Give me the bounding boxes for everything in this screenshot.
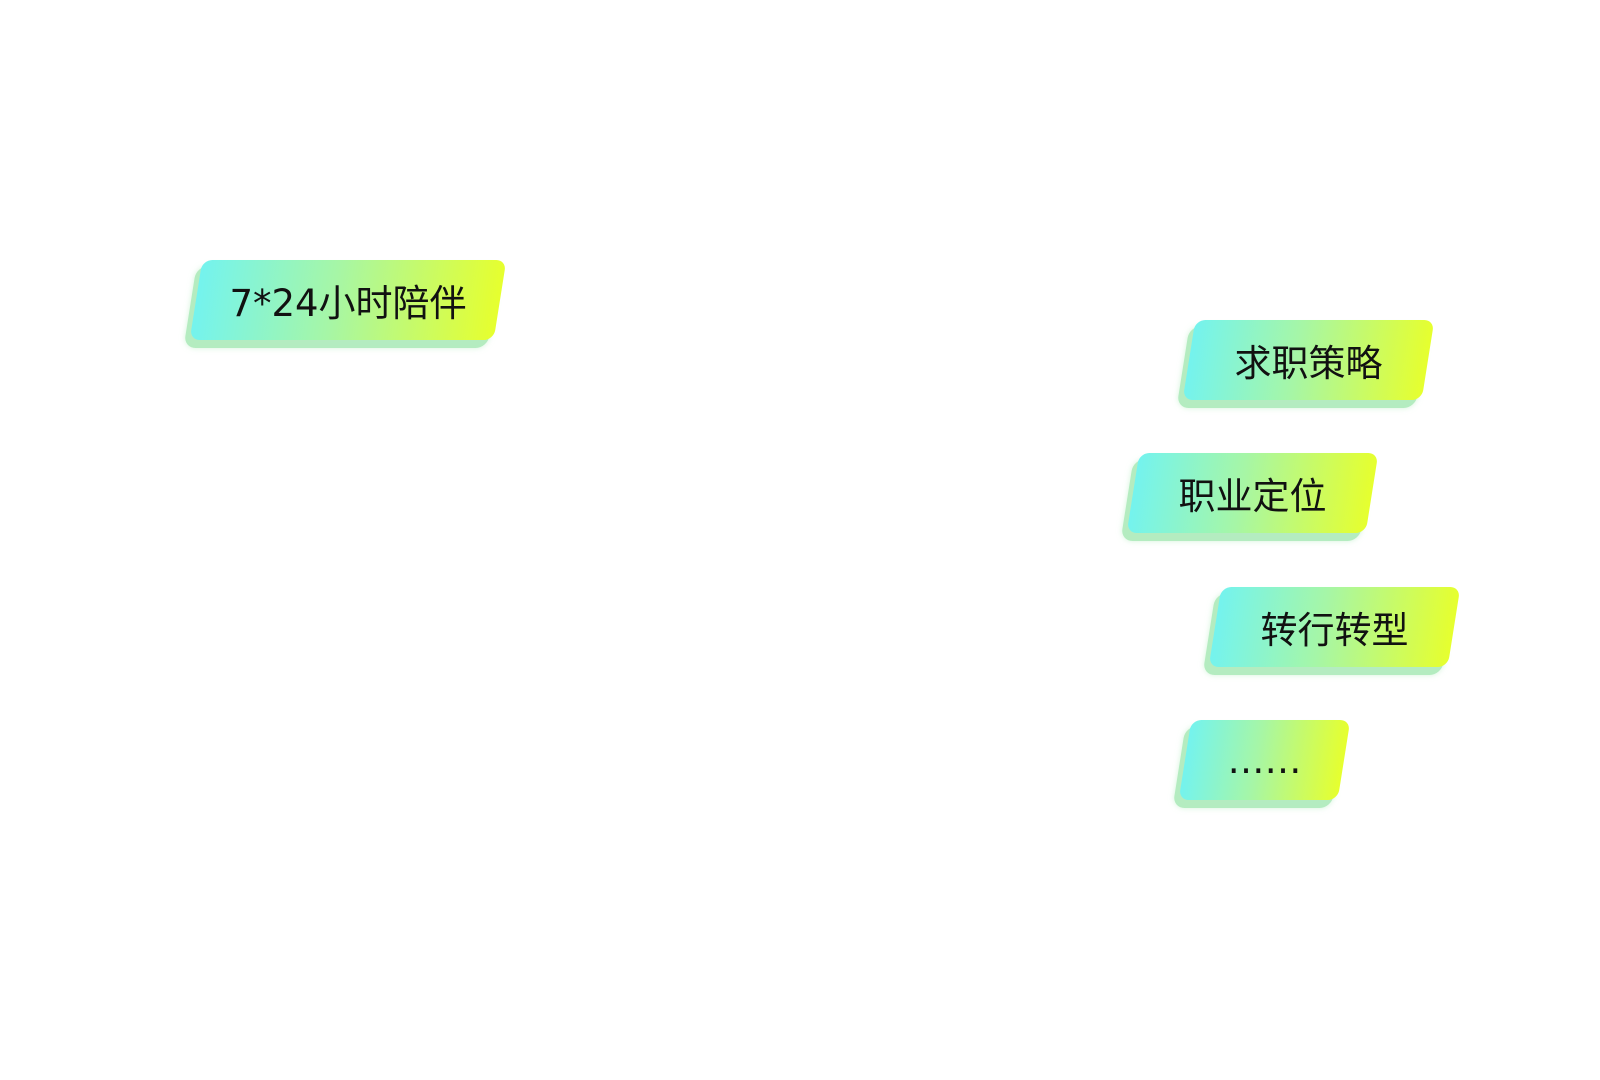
- tag-label: 转行转型: [1260, 609, 1409, 652]
- tag-label: ……: [1227, 738, 1302, 782]
- tag-label: 职业定位: [1178, 475, 1327, 518]
- tag-label: 求职策略: [1234, 342, 1383, 385]
- tag-label: 7*24小时陪伴: [229, 282, 467, 325]
- tag-more: ……: [1172, 720, 1351, 808]
- tag-companionship: 7*24小时陪伴: [183, 260, 507, 348]
- tag-job-strategy: 求职策略: [1176, 320, 1435, 408]
- tag-career-transition: 转行转型: [1202, 587, 1461, 675]
- tag-career-positioning: 职业定位: [1120, 453, 1379, 541]
